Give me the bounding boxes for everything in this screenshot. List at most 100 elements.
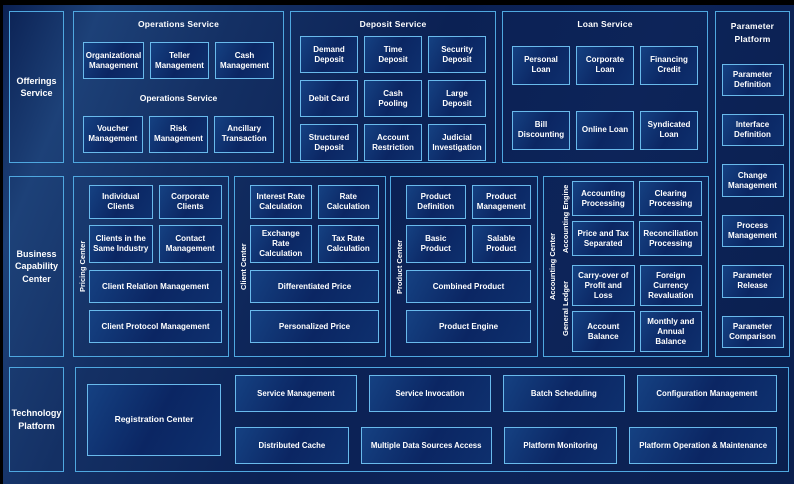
client-center-content: Interest Rate Calculation Rate Calculati… xyxy=(250,185,379,348)
diagram-box: Syndicated Loan xyxy=(640,110,698,150)
diagram-box: Teller Management xyxy=(150,42,209,80)
diagram-box: Price and Tax Separated xyxy=(572,221,635,256)
pricing-center-panel: Pricing Center Individual Clients Corpor… xyxy=(73,176,229,357)
diagram-box: Client Protocol Management xyxy=(89,310,222,343)
diagram-box: Corporate Loan xyxy=(576,45,634,85)
parameter-platform-panel: Parameter Platform Parameter Definition … xyxy=(715,11,790,357)
diagram-box: Distributed Cache xyxy=(235,427,349,464)
diagram-box: Online Loan xyxy=(576,110,634,150)
diagram-box: Organizational Management xyxy=(83,42,144,80)
diagram-box: Cash Pooling xyxy=(364,80,422,117)
pricing-grid: Individual Clients Corporate Clients Cli… xyxy=(89,185,222,263)
technology-platform-label: Technology Platform xyxy=(11,408,62,431)
diagram-box: Batch Scheduling xyxy=(502,375,625,412)
diagram-box: Personalized Price xyxy=(250,310,379,343)
pricing-center-content: Individual Clients Corporate Clients Cli… xyxy=(89,185,222,348)
technology-row-1: Service Management Service Invocation Ba… xyxy=(235,375,777,412)
diagram-box: Interface Definition xyxy=(721,113,784,147)
diagram-box: Product Definition xyxy=(406,185,466,219)
diagram-box: Differentiated Price xyxy=(250,270,379,303)
diagram-box: Service Management xyxy=(235,375,357,412)
diagram-box: Clearing Processing xyxy=(639,181,702,216)
client-center-panel: Client Center Interest Rate Calculation … xyxy=(234,176,386,357)
diagram-box: Account Balance xyxy=(572,311,635,352)
deposit-service-panel: Deposit Service Demand Deposit Time Depo… xyxy=(290,11,496,163)
diagram-box: Parameter Definition xyxy=(721,63,784,96)
diagram-box: Personal Loan xyxy=(512,45,570,85)
diagram-box: Large Deposit xyxy=(428,80,486,117)
diagram-box: Parameter Release xyxy=(721,265,784,298)
registration-center-box: Registration Center xyxy=(87,383,221,456)
diagram-box: Carry-over of Profit and Loss xyxy=(572,265,635,306)
accounting-groups: Accounting Engine Accounting Processing … xyxy=(559,181,702,352)
operations-mid-label: Operations Service xyxy=(139,92,218,103)
diagram-box: Foreign Currency Revaluation xyxy=(639,265,702,306)
diagram-box: Combined Product xyxy=(406,270,531,303)
offerings-service-rail: Offerings Service xyxy=(9,11,64,163)
diagram-box: Exchange Rate Calculation xyxy=(250,225,312,263)
vertical-label-accounting-center: Accounting Center xyxy=(548,232,557,301)
vertical-label-product-center: Product Center xyxy=(395,239,404,294)
accounting-engine-group: Accounting Engine Accounting Processing … xyxy=(559,181,702,256)
vertical-label-general-ledger: General Ledger xyxy=(561,280,570,337)
operations-row-1: Organizational Management Teller Managem… xyxy=(83,42,274,80)
vertical-label-pricing-center: Pricing Center xyxy=(78,240,87,293)
loan-grid: Personal Loan Corporate Loan Financing C… xyxy=(512,42,698,153)
diagram-box: Product Management xyxy=(471,185,531,219)
general-ledger-group: General Ledger Carry-over of Profit and … xyxy=(559,265,702,352)
diagram-box: Platform Monitoring xyxy=(503,427,618,464)
technology-platform-panel: Registration Center Service Management S… xyxy=(75,367,789,472)
diagram-box: Platform Operation & Maintenance xyxy=(629,427,777,464)
diagram-box: Financing Credit xyxy=(640,45,698,85)
diagram-box: Service Invocation xyxy=(368,375,491,412)
accounting-center-panel: Accounting Center Accounting Engine Acco… xyxy=(543,176,709,357)
diagram-box: Client Relation Management xyxy=(89,270,222,303)
panel-title: Loan Service xyxy=(577,19,633,29)
diagram-box: Monthly and Annual Balance xyxy=(639,311,702,352)
diagram-box: Multiple Data Sources Access xyxy=(360,427,492,464)
diagram-box: Interest Rate Calculation xyxy=(250,185,312,219)
diagram-box: Reconciliation Processing xyxy=(639,221,702,256)
diagram-box: Account Restriction xyxy=(364,124,422,161)
diagram-box: Time Deposit xyxy=(364,36,422,73)
technology-row-2: Distributed Cache Multiple Data Sources … xyxy=(235,427,777,464)
offerings-service-label: Offerings Service xyxy=(16,75,57,98)
diagram-box: Bill Discounting xyxy=(512,110,570,150)
deposit-grid: Demand Deposit Time Deposit Security Dep… xyxy=(300,36,486,161)
diagram-box: Accounting Processing xyxy=(572,181,635,216)
diagram-box: Corporate Clients xyxy=(158,185,222,219)
operations-row-2: Voucher Management Risk Management Ancil… xyxy=(83,115,275,153)
product-center-content: Product Definition Product Management Ba… xyxy=(406,185,531,348)
panel-title: Deposit Service xyxy=(359,19,427,29)
diagram-box: Salable Product xyxy=(471,225,531,263)
diagram-box: Tax Rate Calculation xyxy=(317,225,379,263)
client-grid: Interest Rate Calculation Rate Calculati… xyxy=(250,185,379,263)
general-ledger-grid: Carry-over of Profit and Loss Foreign Cu… xyxy=(572,265,702,352)
diagram-box: Rate Calculation xyxy=(317,185,379,219)
diagram-box: Risk Management xyxy=(148,115,209,153)
panel-title: Operations Service xyxy=(137,19,220,29)
diagram-box: Contact Management xyxy=(158,225,222,263)
accounting-engine-grid: Accounting Processing Clearing Processin… xyxy=(572,181,702,256)
diagram-box: Configuration Management xyxy=(636,375,777,412)
diagram-box: Clients in the Same Industry xyxy=(89,225,153,263)
business-capability-center-rail: Business Capability Center xyxy=(9,176,64,357)
diagram-box: Demand Deposit xyxy=(300,36,358,73)
business-capability-center-label: Business Capability Center xyxy=(14,249,58,284)
diagram-box: Voucher Management xyxy=(83,115,143,153)
diagram-box: Ancillary Transaction xyxy=(214,115,275,153)
loan-service-panel: Loan Service Personal Loan Corporate Loa… xyxy=(502,11,708,163)
technology-rows: Service Management Service Invocation Ba… xyxy=(235,375,777,464)
product-grid: Product Definition Product Management Ba… xyxy=(406,185,531,263)
diagram-box: Product Engine xyxy=(406,310,531,343)
diagram-box: Cash Management xyxy=(215,42,274,80)
diagram-box: Process Management xyxy=(721,214,784,248)
diagram-box: Individual Clients xyxy=(89,185,153,219)
product-center-panel: Product Center Product Definition Produc… xyxy=(390,176,538,357)
diagram-box: Security Deposit xyxy=(428,36,486,73)
diagram-box: Debit Card xyxy=(300,80,358,117)
vertical-label-accounting-engine: Accounting Engine xyxy=(561,184,570,253)
diagram-box: Basic Product xyxy=(406,225,466,263)
diagram-box: Parameter Comparison xyxy=(721,315,784,349)
